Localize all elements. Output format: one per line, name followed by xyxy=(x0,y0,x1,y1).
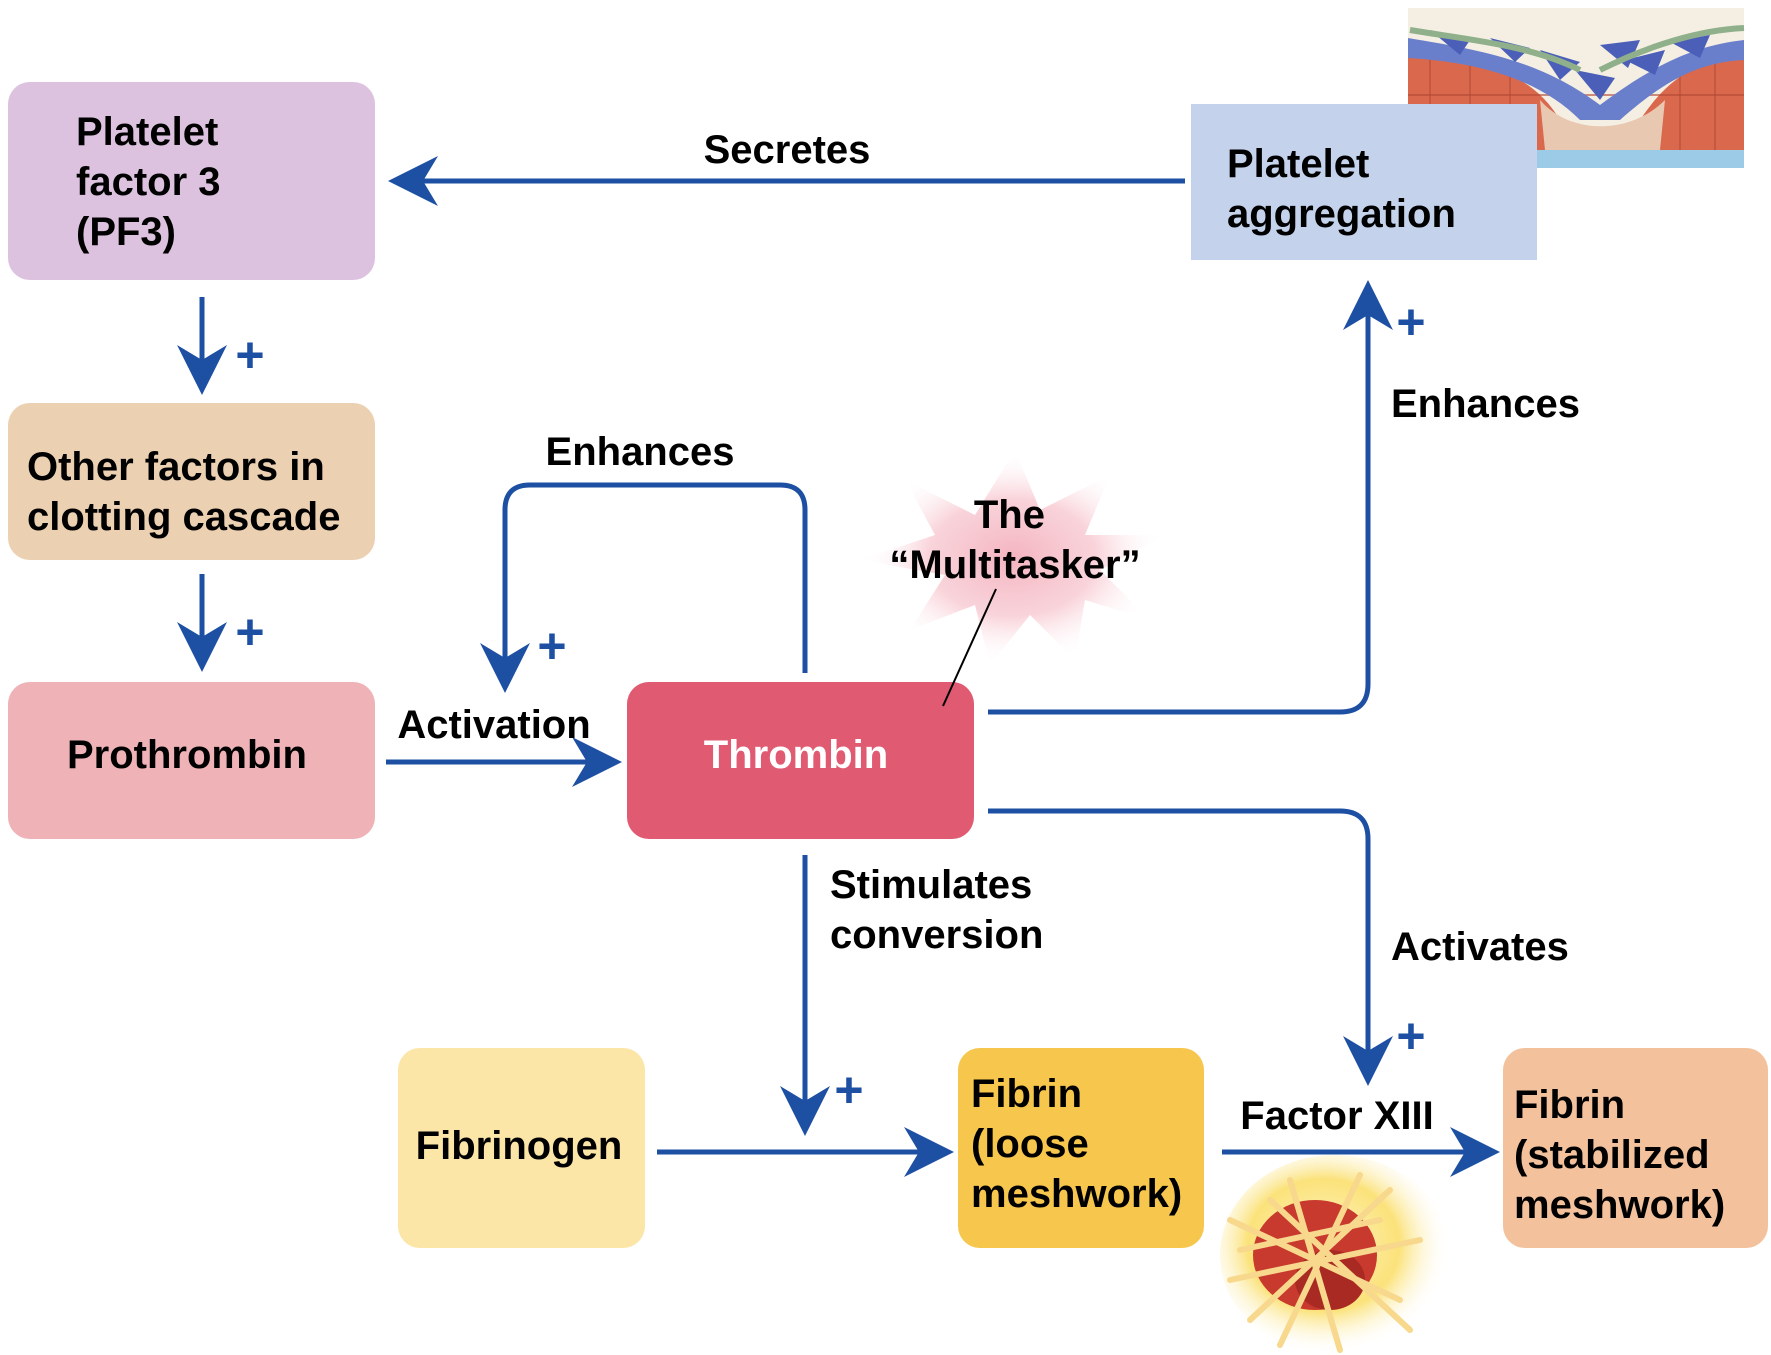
fibrin-stabilized-box xyxy=(1503,1048,1768,1248)
label-stimulates-line2: conversion xyxy=(830,913,1043,957)
pf3-label-line3: (PF3) xyxy=(76,210,176,254)
platelet-aggregation-box xyxy=(1191,104,1537,260)
pf3-label-line1: Platelet xyxy=(76,110,218,154)
fibrin-stabilized-line1: Fibrin xyxy=(1514,1083,1625,1127)
node-prothrombin: Prothrombin xyxy=(8,682,375,839)
arrow-activates xyxy=(988,808,1393,1086)
label-enhances-right: Enhances xyxy=(1391,382,1580,426)
svg-text:Fibrin (loose mesh: Fibrin (loose meshwork) xyxy=(971,1072,1182,1216)
callout-line1: The xyxy=(974,493,1045,537)
callout-line2: “Multitasker” xyxy=(889,543,1140,587)
other-factors-box xyxy=(8,403,375,560)
node-other-factors: Other factors in clotting cascade xyxy=(8,403,375,560)
label-stimulates-line1: Stimulates xyxy=(830,863,1032,907)
svg-text:Platelet aggregation: Platelet aggregation xyxy=(1227,142,1456,236)
node-fibrinogen: Fibrinogen xyxy=(398,1048,645,1248)
prothrombin-label: Prothrombin xyxy=(67,733,307,777)
arrow-enhances-loop xyxy=(480,482,808,693)
svg-text:Fibrin (stabilized: Fibrin (stabilized meshwork) xyxy=(1514,1083,1725,1227)
burst-shape xyxy=(860,450,1165,665)
svg-text:The “Multitasker”: The “Multitasker” xyxy=(889,493,1140,587)
callout-leader-line xyxy=(942,588,997,707)
node-thrombin: Thrombin xyxy=(627,682,974,839)
multitasker-callout: The “Multitasker” xyxy=(860,450,1165,707)
thrombin-label: Thrombin xyxy=(704,733,888,777)
fibrin-loose-line2: (loose xyxy=(971,1122,1089,1166)
label-factor-xiii: Factor XIII xyxy=(1240,1094,1433,1138)
fibrinogen-label: Fibrinogen xyxy=(416,1124,623,1168)
plus-sign-enhances-loop: + xyxy=(537,618,566,674)
node-fibrin-loose: Fibrin (loose meshwork) xyxy=(958,1048,1204,1248)
svg-text:Platelet factor 3: Platelet factor 3 (PF3) xyxy=(76,110,232,254)
arrow-enhances-aggregation xyxy=(988,280,1393,715)
label-activation: Activation xyxy=(397,703,590,747)
fibrin-loose-line3: meshwork) xyxy=(971,1172,1182,1216)
other-factors-line1: Other factors in xyxy=(27,445,325,489)
svg-text:Stimulates conversion: Stimulates conversion xyxy=(830,863,1043,957)
thrombin-box xyxy=(627,682,974,839)
fibrin-loose-box xyxy=(958,1048,1204,1248)
arrows xyxy=(177,156,1500,1177)
node-platelet-aggregation: Platelet aggregation xyxy=(1191,104,1537,260)
pf3-box xyxy=(8,82,375,280)
prothrombin-box xyxy=(8,682,375,839)
fibrin-mesh-illustration xyxy=(1220,1155,1450,1355)
plus-sign-other: + xyxy=(235,604,264,660)
other-factors-line2: clotting cascade xyxy=(27,495,340,539)
fibrinogen-box xyxy=(398,1048,645,1248)
plus-sign-enhances-aggregation: + xyxy=(1396,294,1425,350)
plus-sign-activates: + xyxy=(1396,1008,1425,1064)
label-enhances-left: Enhances xyxy=(546,430,735,474)
fibrin-loose-line1: Fibrin xyxy=(971,1072,1082,1116)
fibrin-stabilized-line3: meshwork) xyxy=(1514,1183,1725,1227)
plus-sign-pf3: + xyxy=(235,327,264,383)
fibrin-stabilized-line2: (stabilized xyxy=(1514,1133,1710,1177)
plus-sign-stimulates: + xyxy=(834,1062,863,1118)
node-pf3: Platelet factor 3 (PF3) xyxy=(8,82,375,280)
label-activates: Activates xyxy=(1391,925,1569,969)
pf3-label-line2: factor 3 xyxy=(76,160,221,204)
label-secretes: Secretes xyxy=(704,128,871,172)
svg-text:Other factors in clottin: Other factors in clotting cascade xyxy=(27,445,340,539)
node-fibrin-stabilized: Fibrin (stabilized meshwork) xyxy=(1503,1048,1768,1248)
platelet-aggregation-line1: Platelet xyxy=(1227,142,1369,186)
platelet-aggregation-line2: aggregation xyxy=(1227,192,1456,236)
